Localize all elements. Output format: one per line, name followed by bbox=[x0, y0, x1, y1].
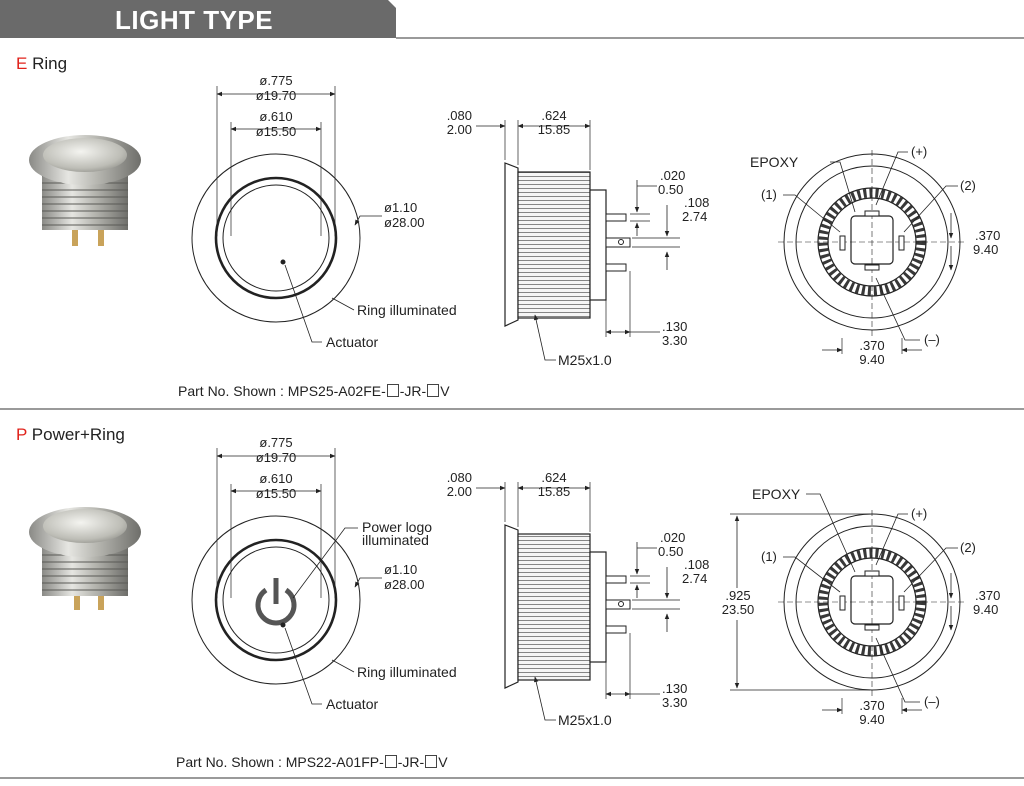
power-logo-label: Power logo bbox=[362, 519, 432, 535]
side-view bbox=[476, 482, 680, 721]
dim-v-mm: 9.40 bbox=[859, 352, 884, 367]
dim-term-t-in: .020 bbox=[660, 168, 685, 183]
dim-dia-in: .925 bbox=[725, 588, 750, 603]
switch-photo bbox=[29, 135, 141, 246]
dim-dia-mm: 23.50 bbox=[722, 602, 755, 617]
rear-view bbox=[778, 150, 966, 354]
section-name: Ring bbox=[32, 54, 68, 73]
section-letter: E bbox=[16, 54, 28, 73]
pin-2-label: (2) bbox=[960, 178, 976, 193]
dim-inner-mm: ø15.50 bbox=[256, 486, 296, 501]
option-box bbox=[425, 755, 438, 768]
dim-bezel-mm: ø28.00 bbox=[384, 577, 424, 592]
option-box bbox=[427, 384, 440, 397]
part-number-suffix: V bbox=[438, 754, 448, 770]
part-number-mid: -JR- bbox=[397, 754, 425, 770]
dim-inner-in: ø.610 bbox=[259, 109, 292, 124]
dim-inner-in: ø.610 bbox=[259, 471, 292, 486]
part-number-mid: -JR- bbox=[399, 383, 427, 399]
ring-illuminated-label: Ring illuminated bbox=[357, 302, 457, 318]
dim-term-l-mm: 3.30 bbox=[662, 695, 687, 710]
dim-v-in: .370 bbox=[859, 338, 884, 353]
pin-1-label: (1) bbox=[761, 549, 777, 564]
part-number: Part No. Shown : MPS25-A02FE- -JR- V bbox=[178, 383, 450, 399]
dim-body-in: .624 bbox=[541, 108, 566, 123]
dim-term-t-in: .020 bbox=[660, 530, 685, 545]
dim-bezel-thk-mm: 2.00 bbox=[447, 122, 472, 137]
front-view bbox=[191, 448, 382, 705]
dim-term-w-in: .108 bbox=[684, 557, 709, 572]
dim-outer-mm: ø19.70 bbox=[256, 450, 296, 465]
pin-plus-label: (+) bbox=[911, 144, 927, 159]
rear-view bbox=[730, 493, 966, 714]
dim-term-t-mm: 0.50 bbox=[658, 544, 683, 559]
part-number: Part No. Shown : MPS22-A01FP- -JR- V bbox=[176, 754, 448, 770]
dim-term-w-mm: 2.74 bbox=[682, 571, 707, 586]
dim-outer-mm: ø19.70 bbox=[256, 88, 296, 103]
switch-photo bbox=[29, 507, 141, 610]
dim-bezel-thk-in: .080 bbox=[447, 470, 472, 485]
thread-label: M25x1.0 bbox=[558, 352, 612, 368]
page-title: LIGHT TYPE bbox=[115, 5, 274, 35]
epoxy-label: EPOXY bbox=[752, 486, 801, 502]
option-box bbox=[386, 384, 399, 397]
dim-h-in: .370 bbox=[975, 588, 1000, 603]
pin-1-label: (1) bbox=[761, 187, 777, 202]
dim-h-mm: 9.40 bbox=[973, 602, 998, 617]
dim-outer-in: ø.775 bbox=[259, 435, 292, 450]
dim-body-mm: 15.85 bbox=[538, 122, 571, 137]
dim-term-l-mm: 3.30 bbox=[662, 333, 687, 348]
section-letter: P bbox=[16, 425, 28, 444]
dim-body-in: .624 bbox=[541, 470, 566, 485]
actuator-label: Actuator bbox=[326, 334, 378, 350]
power-logo-label-2: illuminated bbox=[362, 532, 429, 548]
dim-bezel-mm: ø28.00 bbox=[384, 215, 424, 230]
dim-term-l-in: .130 bbox=[662, 681, 687, 696]
dim-h-in: .370 bbox=[975, 228, 1000, 243]
actuator-label: Actuator bbox=[326, 696, 378, 712]
pin-plus-label: (+) bbox=[911, 506, 927, 521]
pin-minus-label: (–) bbox=[924, 694, 940, 709]
dim-inner-mm: ø15.50 bbox=[256, 124, 296, 139]
side-view bbox=[476, 120, 680, 361]
dim-term-l-in: .130 bbox=[662, 319, 687, 334]
dim-term-w-mm: 2.74 bbox=[682, 209, 707, 224]
dim-body-mm: 15.85 bbox=[538, 484, 571, 499]
ring-illuminated-label: Ring illuminated bbox=[357, 664, 457, 680]
thread-label: M25x1.0 bbox=[558, 712, 612, 728]
header-tab bbox=[0, 0, 396, 38]
dim-v-in: .370 bbox=[859, 698, 884, 713]
header-rule bbox=[396, 37, 1024, 39]
part-number-prefix: Part No. Shown : MPS25-A02FE- bbox=[178, 383, 386, 399]
front-view bbox=[191, 86, 382, 343]
section-title-ring: E Ring bbox=[16, 54, 67, 74]
dim-bezel-thk-mm: 2.00 bbox=[447, 484, 472, 499]
section-divider bbox=[0, 777, 1024, 779]
dim-bezel-in: ø1.10 bbox=[384, 200, 417, 215]
section-name: Power+Ring bbox=[31, 425, 125, 444]
dim-term-w-in: .108 bbox=[684, 195, 709, 210]
dim-v-mm: 9.40 bbox=[859, 712, 884, 727]
section-title-power-ring: P Power+Ring bbox=[16, 425, 125, 445]
pin-2-label: (2) bbox=[960, 540, 976, 555]
dim-bezel-in: ø1.10 bbox=[384, 562, 417, 577]
pin-minus-label: (–) bbox=[924, 332, 940, 347]
epoxy-label: EPOXY bbox=[750, 154, 799, 170]
dim-h-mm: 9.40 bbox=[973, 242, 998, 257]
part-number-suffix: V bbox=[440, 383, 450, 399]
part-number-prefix: Part No. Shown : MPS22-A01FP- bbox=[176, 754, 384, 770]
option-box bbox=[384, 755, 397, 768]
dim-term-t-mm: 0.50 bbox=[658, 182, 683, 197]
dim-outer-in: ø.775 bbox=[259, 73, 292, 88]
dim-bezel-thk-in: .080 bbox=[447, 108, 472, 123]
section-divider bbox=[0, 408, 1024, 410]
power-logo-icon bbox=[255, 587, 297, 626]
